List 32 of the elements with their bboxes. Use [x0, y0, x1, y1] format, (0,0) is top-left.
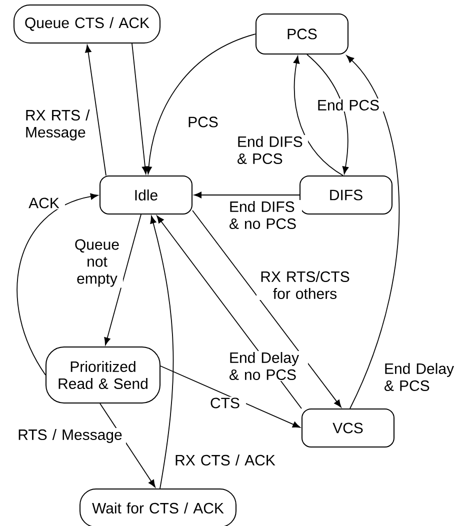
state-box: DIFS	[300, 176, 392, 214]
transition-arrow	[194, 192, 300, 198]
state-box: Idle	[100, 176, 192, 214]
edge-label: End Delay & PCS	[383, 362, 463, 392]
state-box: PCS	[256, 14, 348, 54]
edge-label: End PCS	[316, 98, 390, 112]
edge-label: RX RTS/CTS for others	[256, 270, 354, 300]
edge-label: RX CTS / ACK	[169, 454, 281, 466]
edge-label: RX RTS / Message	[24, 108, 96, 142]
edge-label: RTS / Message	[14, 428, 126, 444]
edge-label: Queue not empty	[71, 238, 123, 288]
transition-arrow	[150, 216, 174, 489]
transition-arrow	[306, 54, 349, 174]
transition-arrow	[192, 210, 342, 408]
transition-arrow	[293, 56, 344, 176]
state-box: VCS	[302, 408, 394, 448]
transition-arrow	[85, 44, 106, 176]
transition-arrow	[16, 193, 98, 376]
state-box: Wait for CTS / ACK	[80, 488, 236, 526]
edge-label: End Delay & no PCS	[228, 351, 308, 381]
state-box: Prioritized Read & Send	[46, 346, 160, 404]
transition-arrow	[132, 43, 148, 174]
edge-label: End DIFS & no PCS	[228, 200, 302, 230]
state-box: Queue CTS / ACK	[14, 4, 160, 44]
transition-arrow	[146, 34, 256, 174]
transition-arrow	[104, 214, 142, 346]
edge-label: End DIFS & PCS	[236, 135, 308, 165]
edge-label: ACK	[23, 196, 65, 210]
transition-arrow	[346, 55, 400, 409]
edge-label: CTS	[204, 396, 246, 410]
edge-label: PCS	[182, 116, 224, 128]
transition-arrow	[160, 366, 300, 428]
